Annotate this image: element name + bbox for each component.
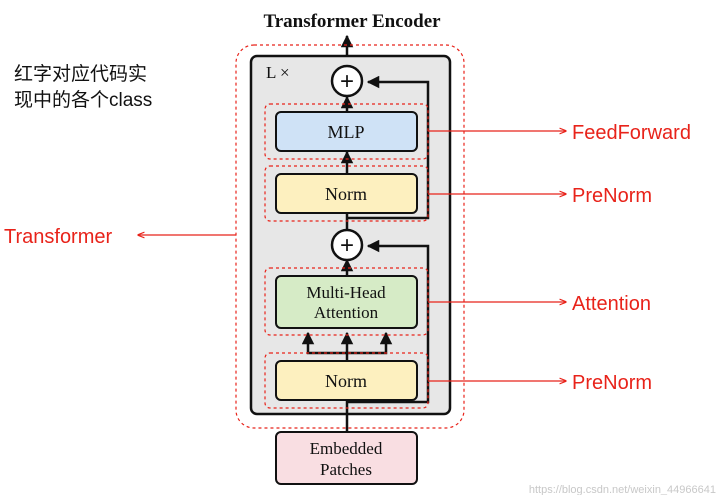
norm-top-label: Norm [325,184,367,204]
mlp-label: MLP [327,122,364,142]
repeat-label: L × [266,63,290,82]
residual-connection-top [347,75,430,220]
note-line1: 红字对应代码实 [14,63,147,85]
feedforward-class-outline [264,103,429,160]
attention-class-outline [264,267,429,336]
norm-top-block [275,173,418,214]
attention-class-label: Attention [572,293,651,315]
embedded-patches-line1: Embedded [310,439,383,458]
norm-bottom-label: Norm [325,371,367,391]
prenorm-top-class-label: PreNorm [572,185,652,207]
attention-label-line1: Multi-Head [306,283,386,302]
add-circle-top: + [330,64,364,98]
svg-text:+: + [340,68,354,95]
note-line2: 现中的各个class [14,89,152,111]
add-circle-bottom: + [330,228,364,262]
transformer-class-label: Transformer [4,226,113,248]
multi-head-attention-block [275,275,418,329]
prenorm-top-class-outline [264,165,429,222]
embedded-patches-line2: Patches [320,460,372,479]
attention-label-line2: Attention [314,303,379,322]
mlp-block [275,111,418,152]
prenorm-bottom-class-outline [264,352,429,409]
embedded-patches-block [275,431,418,485]
transformer-class-outline [235,44,465,429]
prenorm-bottom-class-label: PreNorm [572,372,652,394]
watermark: https://blog.csdn.net/weixin_44966641 [529,484,716,495]
feedforward-class-label: FeedForward [572,122,691,144]
norm-bottom-block [275,360,418,401]
svg-text:+: + [340,232,354,259]
diagram-title: Transformer Encoder [263,11,441,32]
